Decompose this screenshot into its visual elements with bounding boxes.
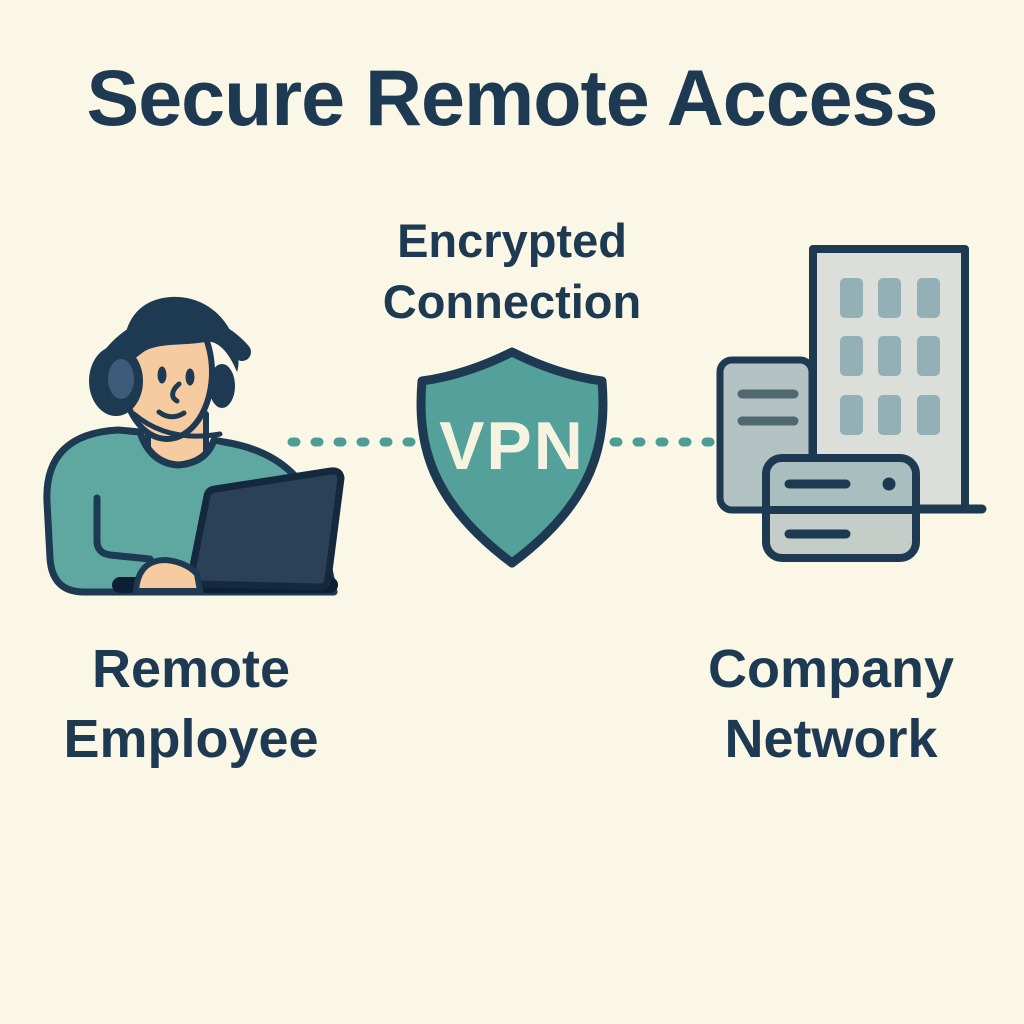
building-window [878,336,901,376]
building-window [878,395,901,435]
building-window [878,278,901,318]
company-network-label-line2: Network [724,709,938,769]
building-window [917,336,940,376]
mouth-smile [156,409,187,420]
office-building-and-server-icon [716,245,987,562]
remote-employee-label: Remote Employee [0,634,382,774]
vpn-shield-text: VPN [439,408,585,484]
encrypted-connection-label-line2: Connection [382,275,642,328]
vpn-shield-icon: VPN [416,347,608,568]
company-network-label-line1: Company [707,639,955,699]
building-window [840,336,863,376]
remote-employee-label-line1: Remote [91,639,291,699]
building-window [917,395,940,435]
server-indicator-dot [882,477,896,491]
arm-fold-line [93,494,154,563]
building-window [840,395,863,435]
server-unit-icon [762,454,920,562]
building-window [917,278,940,318]
remote-employee-label-line2: Employee [63,709,319,769]
right-eye [185,368,195,386]
left-ear-cup-inner [108,359,134,399]
diagram-title: Secure Remote Access [86,53,939,142]
hair [122,296,239,372]
nose [170,381,182,404]
vpn-shield-shape [416,347,608,568]
left-eye [157,366,167,384]
person-with-headphones-at-laptop-icon [43,296,345,596]
building-window [840,278,863,318]
encrypted-connection-label: Encrypted Connection [0,210,1024,332]
right-ear-cup-icon [209,364,235,408]
hand [132,556,204,594]
laptop-screen-icon [187,467,345,591]
company-network-label: Company Network [640,634,1022,774]
jaw-line [131,411,223,439]
encrypted-connection-label-line1: Encrypted [397,214,627,267]
